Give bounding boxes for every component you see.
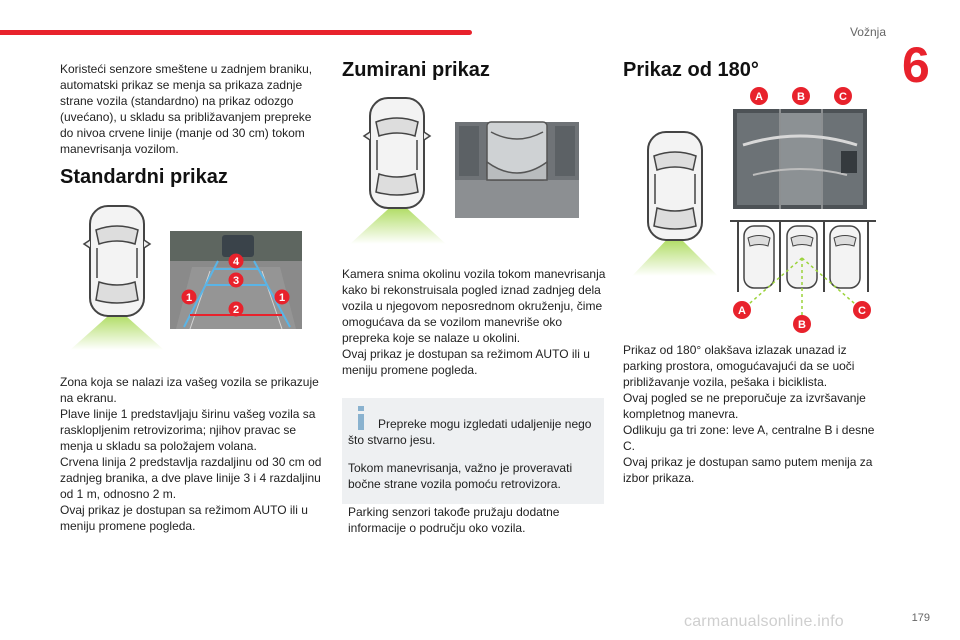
svg-text:1: 1 (279, 292, 285, 304)
view180-description: Prikaz od 180° olakšava izlazak unazad i… (623, 343, 875, 485)
section-title: Vožnja (849, 25, 886, 39)
guide-badge-4: 4 (228, 253, 244, 269)
zone-badge-a-bottom: A (733, 301, 751, 319)
guide-badge-2: 2 (228, 301, 244, 317)
guide-badge-1-right: 1 (274, 289, 290, 305)
svg-text:A: A (755, 91, 763, 103)
svg-text:4: 4 (233, 256, 240, 268)
guide-badge-3: 3 (228, 272, 244, 288)
standard-car-illustration (70, 205, 164, 350)
view180-car-illustration (632, 131, 718, 276)
zoom-view-description: Kamera snima okolinu vozila tokom manevr… (342, 267, 606, 377)
zone-badge-b-bottom: B (793, 315, 811, 333)
guide-badge-1-left: 1 (181, 289, 197, 305)
svg-text:3: 3 (233, 275, 239, 287)
header-accent-bar (0, 30, 472, 35)
standard-view-description: Zona koja se nalazi iza vašeg vozila se … (60, 375, 322, 533)
info-icon (358, 406, 364, 430)
chapter-number: 6 (902, 37, 930, 93)
note-line: Prepreke mogu izgledati udaljenije nego … (348, 417, 592, 447)
svg-text:C: C (839, 91, 847, 103)
zone-badge-c-top: C (834, 87, 852, 105)
zoom-camera-screen (455, 121, 579, 218)
info-note: Prepreke mogu izgledati udaljenije nego … (342, 398, 604, 535)
zoom-car-illustration (350, 97, 446, 244)
zone-badge-c-bottom: C (853, 301, 871, 319)
svg-text:1: 1 (186, 292, 192, 304)
standard-view-heading: Standardni prikaz (60, 166, 228, 188)
zone-badge-b-top: B (792, 87, 810, 105)
zone-badge-a-top: A (750, 87, 768, 105)
watermark: carmanualsonline.info (684, 613, 844, 630)
svg-text:2: 2 (233, 304, 239, 316)
svg-text:B: B (798, 319, 806, 331)
zoom-view-heading: Zumirani prikaz (342, 59, 490, 81)
view180-heading: Prikaz od 180° (623, 59, 759, 81)
svg-text:A: A (738, 305, 746, 317)
svg-text:C: C (858, 305, 866, 317)
note-line: Parking senzori takođe pružaju dodatne i… (348, 505, 560, 535)
view180-parking-diagram: A B C (730, 220, 876, 333)
svg-text:B: B (797, 91, 805, 103)
page-number: 179 (911, 612, 930, 624)
note-line: Tokom manevrisanja, važno je proveravati… (348, 461, 573, 491)
view180-camera-screen: A B C (733, 87, 867, 209)
intro-paragraph: Koristeći senzore smeštene u zadnjem bra… (60, 62, 313, 156)
standard-camera-screen: 4 3 1 1 2 (170, 231, 302, 330)
